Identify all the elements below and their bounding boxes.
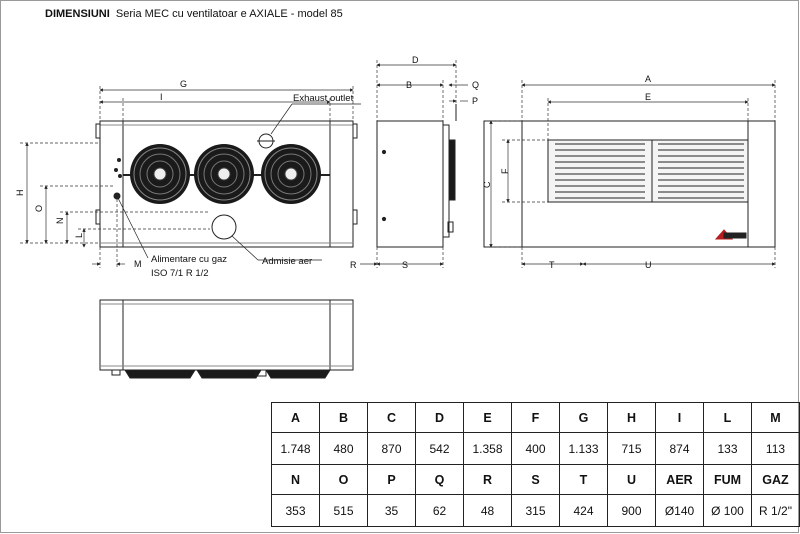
back-dimensions bbox=[486, 80, 776, 268]
table-header-cell: T bbox=[559, 464, 608, 495]
admisie-label: Admisie aer bbox=[262, 256, 312, 267]
alimentare-label: Alimentare cu gaz bbox=[151, 254, 227, 265]
table-header-cell: B bbox=[319, 402, 368, 433]
svg-text:F: F bbox=[500, 168, 510, 174]
front-letters: G I H O N L M bbox=[15, 79, 187, 269]
svg-text:G: G bbox=[180, 79, 187, 89]
fan-3 bbox=[261, 144, 321, 204]
fan-1 bbox=[130, 144, 190, 204]
table-header-cell: E bbox=[463, 402, 512, 433]
table-header-cell: R bbox=[463, 464, 512, 495]
title-bold: DIMENSIUNI bbox=[45, 8, 110, 20]
table-header-cell: Q bbox=[415, 464, 464, 495]
dimensions-table: A B C D E F G H I L M 1.748 480 870 542 … bbox=[271, 402, 800, 527]
table-cell: 900 bbox=[607, 494, 656, 527]
table-cell: 1.133 bbox=[559, 432, 608, 465]
svg-text:L: L bbox=[74, 233, 84, 238]
table-header-cell: N bbox=[271, 464, 320, 495]
table-header-cell: A bbox=[271, 402, 320, 433]
table-cell: 424 bbox=[559, 494, 608, 527]
bottom-view bbox=[99, 299, 354, 379]
table-cell: Ø140 bbox=[655, 494, 704, 527]
table-row: 353 515 35 62 48 315 424 900 Ø140 Ø 100 … bbox=[271, 494, 800, 527]
table-header-cell: FUM bbox=[703, 464, 752, 495]
table-header-cell: O bbox=[319, 464, 368, 495]
table-header-cell: S bbox=[511, 464, 560, 495]
svg-text:P: P bbox=[472, 96, 478, 106]
table-cell: 133 bbox=[703, 432, 752, 465]
svg-text:R: R bbox=[350, 260, 357, 270]
table-header-cell: M bbox=[751, 402, 800, 433]
svg-text:A: A bbox=[645, 74, 651, 84]
fans bbox=[130, 144, 321, 204]
svg-text:B: B bbox=[406, 80, 412, 90]
svg-text:O: O bbox=[34, 205, 44, 212]
back-view bbox=[483, 120, 776, 248]
svg-text:N: N bbox=[55, 218, 65, 225]
iso-label: ISO 7/1 R 1/2 bbox=[151, 268, 209, 279]
table-cell: 1.748 bbox=[271, 432, 320, 465]
page-title: DIMENSIUNI Seria MEC cu ventilatoar e AX… bbox=[45, 8, 343, 20]
front-labels: Exhaust outlet Alimentare cu gaz ISO 7/1… bbox=[151, 93, 354, 279]
table-row: A B C D E F G H I L M bbox=[271, 402, 800, 433]
title-rest: Seria MEC cu ventilatoar e AXIALE - mode… bbox=[115, 8, 343, 20]
table-cell: 1.358 bbox=[463, 432, 512, 465]
back-letters: A E C F T U bbox=[482, 74, 652, 270]
svg-text:I: I bbox=[160, 92, 163, 102]
svg-text:H: H bbox=[15, 190, 25, 197]
front-dimensions bbox=[20, 86, 361, 268]
table-cell: 113 bbox=[751, 432, 800, 465]
side-dimensions bbox=[360, 60, 468, 268]
table-header-cell: H bbox=[607, 402, 656, 433]
table-cell: R 1/2" bbox=[751, 494, 800, 527]
table-header-cell: L bbox=[703, 402, 752, 433]
table-row: 1.748 480 870 542 1.358 400 1.133 715 87… bbox=[271, 432, 800, 465]
side-view bbox=[376, 104, 457, 248]
svg-text:D: D bbox=[412, 55, 419, 65]
table-header-cell: GAZ bbox=[751, 464, 800, 495]
svg-text:M: M bbox=[134, 259, 142, 269]
table-cell: 715 bbox=[607, 432, 656, 465]
table-header-cell: I bbox=[655, 402, 704, 433]
table-header-cell: D bbox=[415, 402, 464, 433]
table-header-cell: P bbox=[367, 464, 416, 495]
table-cell: 35 bbox=[367, 494, 416, 527]
table-header-cell: G bbox=[559, 402, 608, 433]
table-cell: 480 bbox=[319, 432, 368, 465]
table-header-cell: AER bbox=[655, 464, 704, 495]
table-cell: 515 bbox=[319, 494, 368, 527]
svg-text:U: U bbox=[645, 260, 652, 270]
table-header-cell: C bbox=[367, 402, 416, 433]
table-cell: 874 bbox=[655, 432, 704, 465]
svg-text:E: E bbox=[645, 92, 651, 102]
exhaust-outlet-label: Exhaust outlet bbox=[293, 93, 354, 104]
table-cell: 48 bbox=[463, 494, 512, 527]
table-cell: 542 bbox=[415, 432, 464, 465]
svg-text:T: T bbox=[549, 260, 555, 270]
fan-2 bbox=[194, 144, 254, 204]
table-cell: 353 bbox=[271, 494, 320, 527]
table-header-cell: F bbox=[511, 402, 560, 433]
svg-text:S: S bbox=[402, 260, 408, 270]
table-cell: 400 bbox=[511, 432, 560, 465]
table-row: N O P Q R S T U AER FUM GAZ bbox=[271, 464, 800, 495]
table-cell: Ø 100 bbox=[703, 494, 752, 527]
table-cell: 870 bbox=[367, 432, 416, 465]
table-cell: 62 bbox=[415, 494, 464, 527]
side-letters: D B Q P R S bbox=[350, 55, 479, 270]
table-cell: 315 bbox=[511, 494, 560, 527]
svg-text:C: C bbox=[482, 181, 492, 188]
svg-text:Q: Q bbox=[472, 80, 479, 90]
table-header-cell: U bbox=[607, 464, 656, 495]
